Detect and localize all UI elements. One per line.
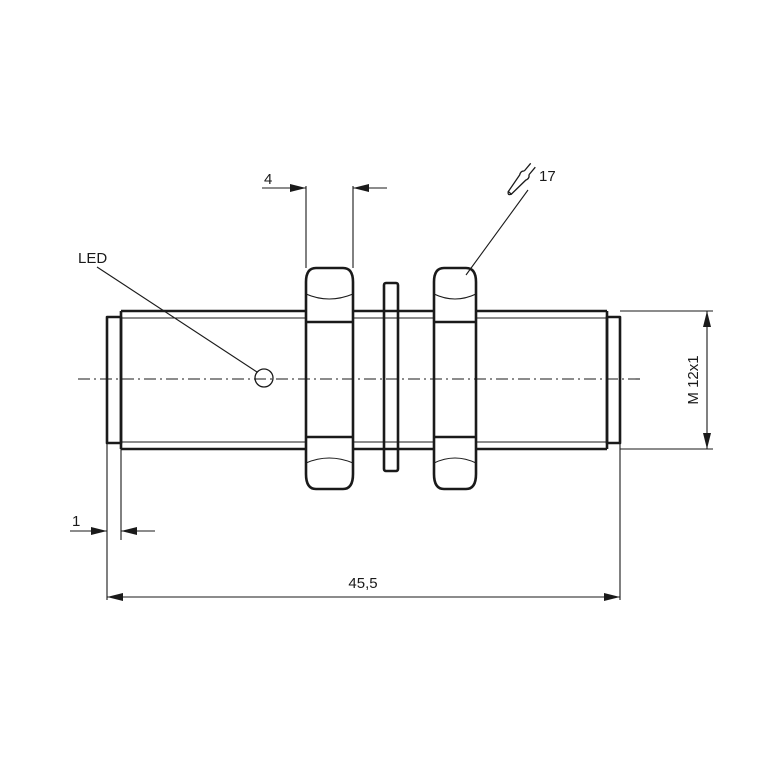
rear-face — [605, 315, 622, 445]
overall-length-dimension — [107, 443, 621, 601]
overall-length-label: 45,5 — [348, 575, 377, 592]
collar-label: 1 — [72, 513, 80, 530]
right-nut — [432, 266, 478, 491]
thread-root-middle — [353, 317, 434, 443]
lock-washer — [382, 281, 400, 473]
barrel-middle — [353, 309, 434, 451]
wrench-icon — [507, 162, 536, 196]
led-label: LED — [78, 250, 107, 267]
thread-root-left — [121, 317, 306, 443]
thread-spec-label: M 12x1 — [685, 355, 702, 404]
sensor-body — [105, 309, 622, 451]
left-nut — [304, 266, 355, 491]
barrel-left — [121, 309, 306, 451]
collar-dimension — [70, 443, 155, 600]
thread-dimension — [620, 310, 713, 450]
wrench-leader — [465, 189, 529, 276]
front-face — [105, 315, 123, 445]
barrel-right — [476, 309, 607, 451]
led-window — [254, 368, 274, 388]
led-leader — [96, 266, 258, 373]
nut-thickness-label: 4 — [264, 171, 272, 188]
thread-root-right — [476, 317, 607, 443]
wrench-size-label: 17 — [539, 168, 556, 185]
nut-thickness-dimension — [262, 184, 387, 268]
